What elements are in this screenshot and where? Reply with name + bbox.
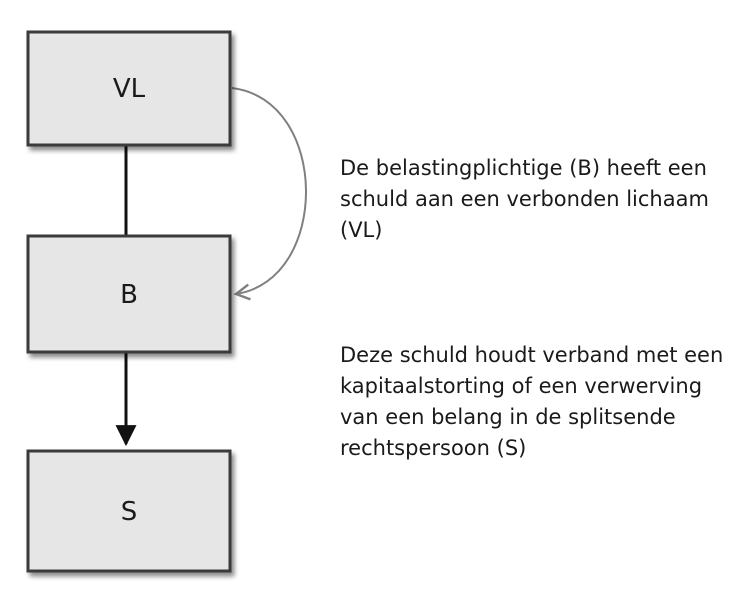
box-s-label: S bbox=[121, 497, 138, 527]
box-b-label: B bbox=[120, 280, 138, 310]
box-vl-label: VL bbox=[113, 74, 146, 104]
box-b: B bbox=[26, 234, 232, 354]
box-vl: VL bbox=[26, 30, 232, 147]
curved-arrow-vl-b bbox=[231, 87, 307, 301]
annotation-debt-to-related-entity: De belastingplichtige (B) heeft een schu… bbox=[340, 156, 709, 242]
box-s: S bbox=[26, 449, 232, 573]
annotation-capital-contribution: Deze schuld houdt verband met een kapita… bbox=[340, 343, 724, 460]
